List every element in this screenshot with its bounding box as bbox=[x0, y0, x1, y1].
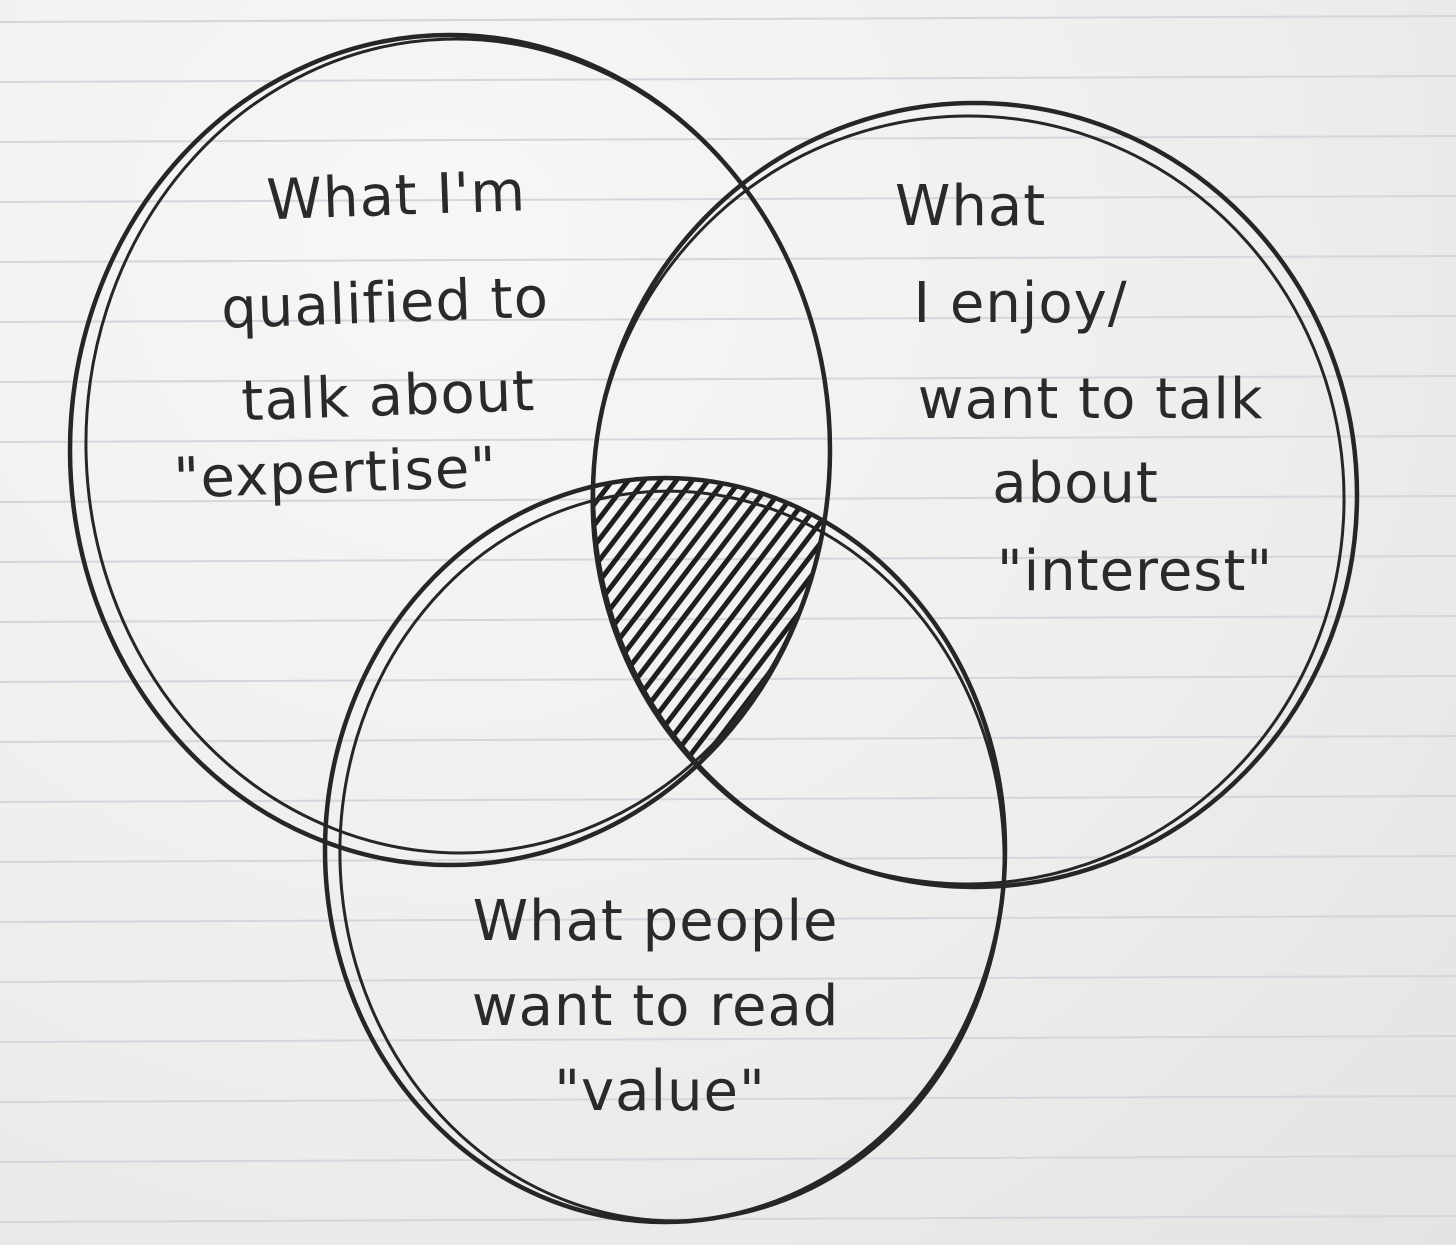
hatch-stroke bbox=[256, 460, 516, 800]
hatch-stroke bbox=[701, 478, 830, 803]
hatch-stroke bbox=[685, 478, 830, 803]
hatch-stroke bbox=[653, 478, 830, 803]
label-interest-line-2: I enjoy/ bbox=[914, 271, 1128, 336]
rule-line bbox=[0, 195, 1456, 203]
hatch-stroke bbox=[320, 460, 580, 800]
hatch-stroke bbox=[593, 478, 647, 803]
label-expertise-line-4: "expertise" bbox=[173, 435, 498, 511]
hatch-stroke bbox=[593, 478, 743, 803]
label-value-line-3: "value" bbox=[554, 1059, 765, 1124]
hatch-stroke bbox=[593, 478, 830, 803]
hatch-stroke bbox=[593, 478, 631, 803]
label-value: What people want to read "value" bbox=[472, 889, 858, 1124]
rule-line bbox=[0, 1095, 1456, 1103]
circle-interest bbox=[590, 100, 1360, 890]
hatch-stroke bbox=[593, 478, 679, 803]
label-value-line-1: What people bbox=[473, 889, 839, 954]
rule-line bbox=[0, 15, 1456, 23]
rule-line bbox=[0, 1215, 1456, 1223]
circle-expertise bbox=[67, 32, 833, 868]
hatch-stroke bbox=[192, 460, 452, 800]
rule-line bbox=[0, 855, 1456, 863]
hatch-stroke bbox=[593, 478, 791, 803]
rule-line bbox=[0, 255, 1456, 263]
rule-line bbox=[0, 435, 1456, 443]
label-interest-line-1: What bbox=[895, 174, 1046, 239]
hatch-stroke bbox=[593, 478, 775, 803]
label-interest: What I enjoy/ want to talk about "intere… bbox=[895, 174, 1282, 604]
hatch-stroke bbox=[176, 460, 436, 800]
rule-line bbox=[0, 315, 1456, 323]
rule-line bbox=[0, 915, 1456, 923]
label-expertise-line-3: talk about bbox=[240, 359, 536, 434]
hatch-stroke bbox=[288, 460, 548, 800]
rule-line bbox=[0, 975, 1456, 983]
hatch-stroke bbox=[593, 478, 663, 803]
label-interest-line-5: "interest" bbox=[997, 539, 1273, 604]
hatch-stroke bbox=[637, 478, 830, 803]
rule-line bbox=[0, 375, 1456, 383]
label-expertise-line-2: qualified to bbox=[220, 265, 550, 341]
hatch-stroke bbox=[621, 478, 830, 803]
hatch-stroke bbox=[593, 478, 695, 803]
label-value-line-2: want to read bbox=[472, 974, 840, 1039]
label-interest-line-4: about bbox=[992, 451, 1159, 516]
hatch-stroke bbox=[605, 478, 830, 803]
rule-line bbox=[0, 1035, 1456, 1043]
hatch-stroke bbox=[240, 460, 500, 800]
hatch-stroke bbox=[593, 478, 807, 803]
rule-line bbox=[0, 75, 1456, 83]
circle-value bbox=[322, 475, 1008, 1225]
label-expertise-line-1: What I'm bbox=[266, 159, 528, 233]
label-interest-line-3: want to talk bbox=[918, 367, 1264, 432]
hatch-stroke bbox=[593, 478, 759, 803]
rule-line bbox=[0, 795, 1456, 803]
rule-line bbox=[0, 735, 1456, 743]
rule-line bbox=[0, 135, 1456, 143]
label-expertise: What I'm qualified to talk about "expert… bbox=[163, 158, 575, 512]
hatch-stroke bbox=[593, 478, 711, 803]
rule-line bbox=[0, 1155, 1456, 1163]
hatch-stroke bbox=[272, 460, 532, 800]
hatch-stroke bbox=[160, 460, 420, 800]
rule-line bbox=[0, 675, 1456, 683]
